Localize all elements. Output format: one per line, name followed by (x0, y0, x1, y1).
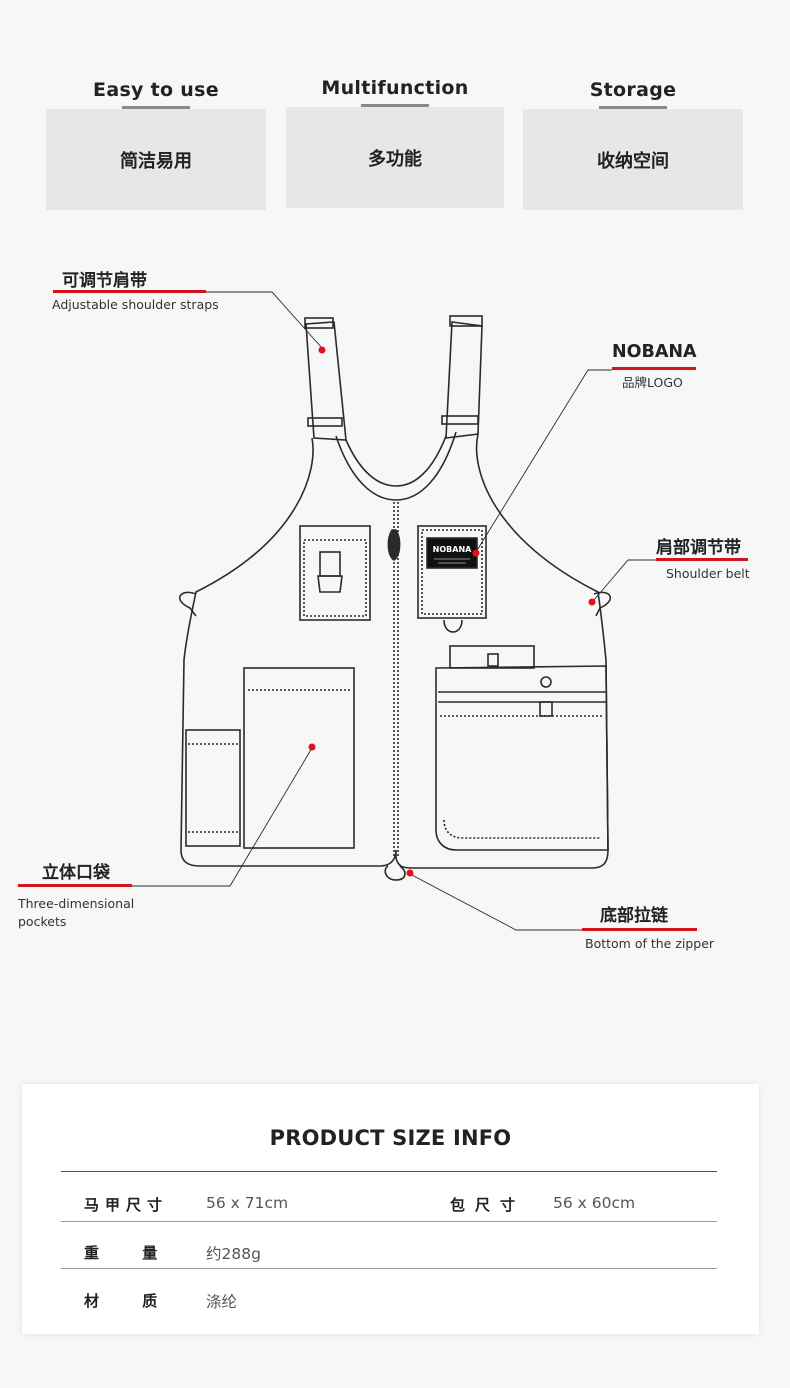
left-chest-pocket (299, 525, 371, 621)
leader-straps (206, 291, 323, 349)
left-strap (305, 321, 347, 441)
callout-pockets: 立体口袋 (42, 858, 110, 883)
size-info-top-rule (61, 1171, 717, 1172)
size-label-bag: 包尺寸 (450, 1196, 526, 1214)
dot-pockets (308, 743, 316, 751)
right-cargo-pocket (435, 665, 609, 851)
feature-underline (599, 106, 667, 109)
feature-title-cn: 收纳空间 (597, 150, 669, 172)
feature-storage: Storage 收纳空间 (523, 78, 743, 210)
callout-belt-redline (656, 558, 748, 561)
dot-logo (472, 549, 480, 557)
right-chest-pocket (417, 525, 487, 619)
dot-straps (318, 346, 326, 354)
d-ring-left (317, 575, 343, 593)
callout-pockets-cn: 立体口袋 (42, 863, 110, 883)
right-cargo-stitch-bottom (443, 819, 600, 839)
callout-pockets-en-wrap: Three-dimensional pockets (18, 895, 134, 931)
size-value-weight: 约288g (206, 1245, 261, 1263)
callout-belt-cn: 肩部调节带 (656, 538, 741, 558)
size-info-card: PRODUCT SIZE INFO 马甲尺寸 56 x 71cm 包尺寸 56 … (22, 1084, 759, 1334)
callout-belt: 肩部调节带 (656, 533, 741, 558)
size-value-bag: 56 x 60cm (553, 1194, 636, 1212)
right-strap-slider (441, 415, 479, 425)
feature-box: 多功能 (286, 107, 504, 208)
callout-straps-cn: 可调节肩带 (62, 271, 147, 291)
right-pocket-flap (449, 645, 535, 669)
callout-zipper-cn: 底部拉链 (600, 906, 668, 926)
callout-straps-redline (53, 290, 206, 293)
callout-zipper-en-wrap: Bottom of the zipper (585, 935, 714, 953)
right-side-adjuster (593, 591, 612, 617)
left-strap-slider (307, 417, 343, 427)
size-label-vest: 马甲尺寸 (84, 1196, 169, 1214)
right-strap (445, 321, 483, 439)
size-info-rule-1 (61, 1221, 717, 1222)
size-row-weight: 重 量 约288g (22, 1228, 759, 1276)
vest-body (180, 433, 609, 869)
size-info-rule-2 (61, 1268, 717, 1269)
size-info-title: PRODUCT SIZE INFO (269, 1126, 512, 1150)
callout-logo-en-wrap: 品牌LOGO (622, 374, 683, 392)
dot-zipper (406, 869, 414, 877)
feature-underline (361, 104, 429, 107)
dot-belt (588, 598, 596, 606)
vest-illustration: NOBANA (132, 291, 656, 931)
feature-box: 简洁易用 (46, 109, 266, 210)
brand-label-text: NOBANA (433, 545, 472, 554)
callout-logo: NOBANA (612, 342, 697, 362)
callout-logo-cn: NOBANA (612, 342, 697, 362)
right-chest-stitch (421, 529, 483, 615)
right-cargo-loop (539, 701, 553, 717)
callout-pockets-en-2: pockets (18, 914, 67, 929)
zipper-pull-top (387, 529, 401, 561)
left-side-pocket (185, 729, 241, 847)
feature-box: 收纳空间 (523, 109, 743, 210)
feature-title-en: Storage (589, 79, 677, 101)
left-strap-buckle (304, 317, 334, 329)
callout-zipper-en: Bottom of the zipper (585, 936, 715, 951)
leader-pockets (132, 747, 313, 887)
size-row-material: 材 质 涤纶 (22, 1276, 759, 1324)
callout-logo-redline (612, 367, 696, 370)
neck-inner (345, 435, 447, 487)
callout-belt-en-wrap: Shoulder belt (666, 565, 750, 583)
callout-straps-en-wrap: Adjustable shoulder straps (52, 296, 219, 314)
feature-title-cn: 多功能 (368, 148, 422, 170)
callout-belt-en: Shoulder belt (666, 566, 750, 581)
feature-title-en: Easy to use (93, 79, 219, 101)
right-pocket-tab (487, 653, 499, 667)
callout-straps-en: Adjustable shoulder straps (52, 297, 219, 312)
feature-easy: Easy to use 简洁易用 (46, 78, 266, 210)
zipper-pull-bottom (384, 865, 406, 881)
snap-button (540, 676, 552, 688)
feature-title-cn: 简洁易用 (120, 150, 192, 172)
d-ring-right (443, 619, 463, 633)
feature-multifunction: Multifunction 多功能 (286, 76, 504, 208)
right-strap-buckle (449, 315, 483, 327)
size-value-vest: 56 x 71cm (206, 1194, 289, 1212)
callout-zipper: 底部拉链 (600, 901, 668, 926)
size-row-vest: 马甲尺寸 56 x 71cm 包尺寸 56 x 60cm (22, 1180, 759, 1228)
left-chest-stitch (303, 539, 367, 617)
left-side-adjuster (178, 591, 197, 617)
callout-zipper-redline (582, 928, 697, 931)
leader-logo (475, 369, 612, 553)
feature-underline (122, 106, 190, 109)
leader-zipper (409, 873, 582, 931)
size-value-material: 涤纶 (206, 1293, 238, 1311)
neck-curve (335, 431, 457, 501)
left-3d-pocket (243, 667, 355, 849)
feature-title-en: Multifunction (321, 77, 469, 99)
leader-belt (593, 559, 656, 601)
callout-pockets-redline (18, 884, 132, 887)
size-label-weight: 重 量 (84, 1244, 177, 1262)
callout-logo-en: 品牌LOGO (622, 375, 683, 390)
callout-pockets-en-1: Three-dimensional (18, 896, 135, 911)
left-chest-tab (319, 551, 341, 577)
size-label-material: 材 质 (84, 1292, 177, 1310)
callout-straps: 可调节肩带 (62, 266, 147, 291)
